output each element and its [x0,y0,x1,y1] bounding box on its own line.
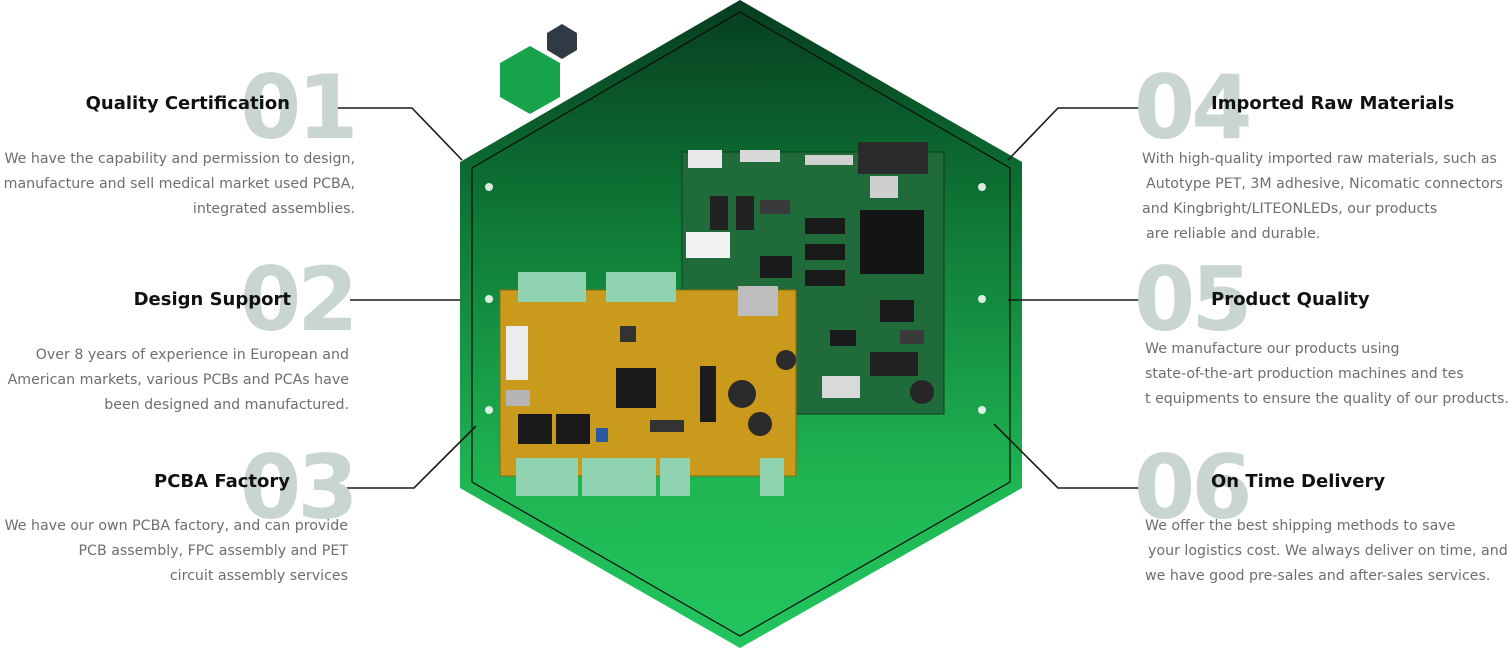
feature-number: 02 [240,248,358,351]
connector-01 [324,107,463,161]
feature-description: We have the capability and permission to… [3,151,355,217]
hexagon-outline [471,11,1011,637]
feature-number: 05 [1134,248,1252,351]
feature-description: We have our own PCBA factory, and can pr… [4,518,348,584]
dot-left-bot [485,406,493,414]
feature-description: With high-quality imported raw materials… [1142,151,1503,242]
small-hexagon-slate [547,24,577,59]
feature-title: Quality Certification [85,93,290,114]
dot-right-top [978,183,986,191]
feature-title: On Time Delivery [1211,471,1386,492]
feature-title: PCBA Factory [154,471,290,492]
feature-number: 06 [1134,436,1252,539]
feature-title: Product Quality [1211,289,1370,310]
dot-left-top [485,183,493,191]
feature-description: Over 8 years of experience in European a… [7,347,349,413]
connector-06 [993,423,1146,489]
feature-description: We offer the best shipping methods to sa… [1145,518,1508,584]
feature-description: We manufacture our products using state-… [1145,341,1509,407]
feature-title: Design Support [133,289,291,310]
feature-number: 03 [240,436,358,539]
small-hexagon-green [500,46,560,114]
dot-left-mid [485,295,493,303]
feature-title: Imported Raw Materials [1211,93,1455,114]
connector-04 [1007,107,1146,161]
pcb-board-yellow [499,272,797,496]
connector-03 [322,425,477,489]
feature-number: 01 [240,56,358,159]
dot-right-bot [978,406,986,414]
feature-number: 04 [1134,56,1252,159]
dot-right-mid [978,295,986,303]
